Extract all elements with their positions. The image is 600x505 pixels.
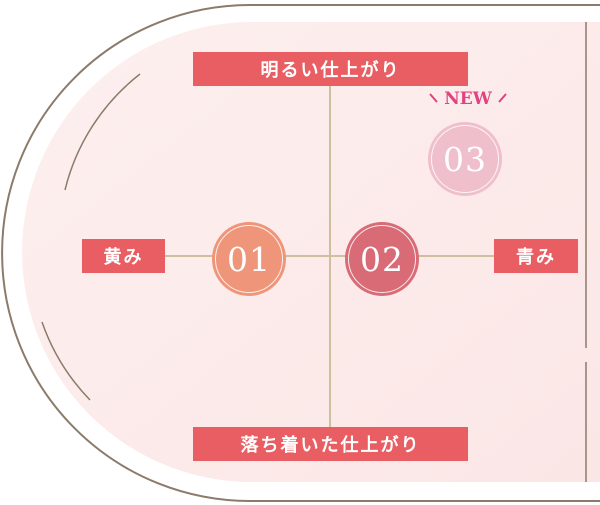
inner-arc-lower	[41, 321, 91, 401]
outer-outline	[1, 4, 600, 502]
shade-marker-02: 02	[345, 222, 419, 296]
inner-arc-upper	[64, 73, 141, 191]
shade-marker-03: 03	[428, 122, 502, 196]
new-badge: NEW	[427, 89, 509, 115]
new-badge-text: NEW	[444, 89, 492, 109]
shade-marker-01: 01	[212, 222, 286, 296]
axis-label-bright: 明るい仕上がり	[193, 52, 468, 86]
axis-label-bluish: 青み	[494, 239, 578, 273]
new-badge-rays-icon	[429, 93, 507, 103]
axis-label-yellowish: 黄み	[82, 239, 165, 273]
axis-label-calm: 落ち着いた仕上がり	[193, 427, 468, 461]
